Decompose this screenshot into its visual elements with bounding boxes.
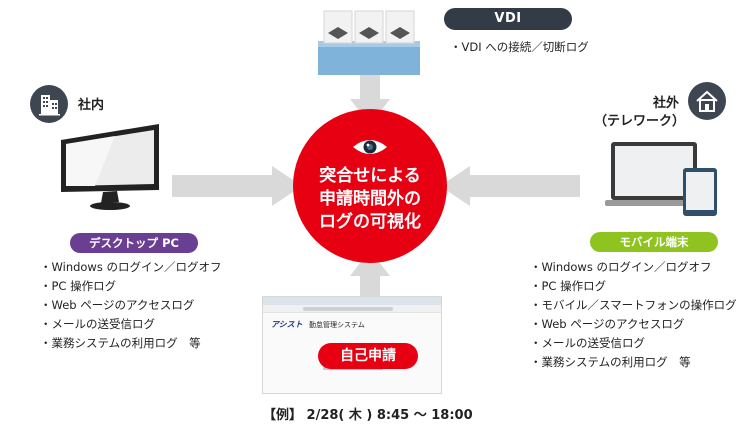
house-icon [688, 82, 726, 120]
mobile-device-badge: モバイル端末 [590, 232, 718, 252]
list-item: ・メールの送受信ログ [40, 317, 155, 331]
laptop-tablet-icon [605, 142, 717, 216]
self-application-badge: 自己申請 [318, 343, 418, 369]
example-time-text: 【例】 2/28( 木 ) 8:45 ～ 18:00 [263, 408, 473, 423]
list-item: ・業務システムの利用ログ 等 [40, 336, 201, 350]
desktop-pc-badge: デスクトップ PC [70, 233, 198, 253]
list-item: ・Windows のログイン／ログオフ [40, 260, 222, 274]
center-text-line-1: 突合せによる [319, 166, 421, 186]
arrow-from-vdi [350, 75, 390, 125]
browser-tab-bar [263, 297, 441, 305]
desktop-monitor-icon [61, 124, 159, 210]
outside-label: 社外 [653, 96, 680, 111]
list-item: ・モバイル／スマートフォンの操作ログ [530, 298, 737, 312]
list-item: ・Web ページのアクセスログ [530, 317, 685, 331]
vdi-badge: VDI [444, 8, 572, 30]
arrow-from-outside [440, 166, 580, 206]
eye-icon [353, 140, 387, 154]
vdi-log-item: ・VDI への接続／切断ログ [450, 40, 589, 54]
mobile-log-list: ・Windows のログイン／ログオフ ・PC 操作ログ ・モバイル／スマートフ… [530, 258, 737, 372]
list-item: ・PC 操作ログ [40, 279, 117, 293]
vdi-server-icon [318, 10, 420, 75]
app-title: 勤怠管理システム [309, 321, 365, 329]
building-icon [30, 85, 68, 123]
browser-url-placeholder [303, 307, 393, 311]
assist-logo: アシスト [271, 320, 303, 329]
list-item: ・PC 操作ログ [530, 279, 607, 293]
center-text-line-3: ログの可視化 [319, 212, 421, 232]
log-visualization-circle: 突合せによる 申請時間外の ログの可視化 [293, 109, 447, 263]
list-item: ・メールの送受信ログ [530, 336, 645, 350]
arrow-from-self-app [350, 250, 390, 302]
list-item: ・Web ページのアクセスログ [40, 298, 195, 312]
telework-label: （テレワーク） [594, 114, 686, 129]
arrow-from-office [172, 166, 302, 206]
list-item: ・Windows のログイン／ログオフ [530, 260, 712, 274]
center-text-line-2: 申請時間外の [319, 189, 421, 209]
list-item: ・業務システムの利用ログ 等 [530, 355, 691, 369]
desktop-log-list: ・Windows のログイン／ログオフ ・PC 操作ログ ・Web ページのアク… [40, 258, 222, 353]
office-label: 社内 [78, 98, 105, 113]
